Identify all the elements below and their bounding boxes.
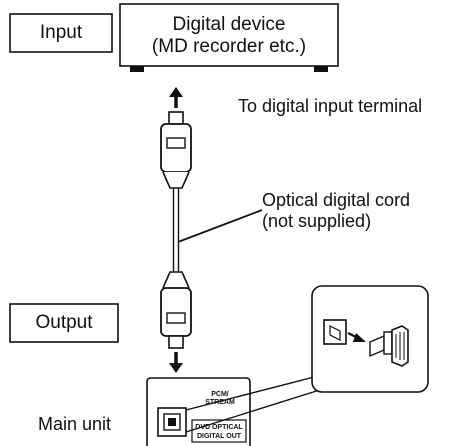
device-foot-right: [314, 66, 328, 72]
main-unit-label: Main unit: [38, 414, 112, 434]
optical-cord: [172, 188, 180, 272]
device-label-line1: Digital device: [172, 14, 286, 35]
cord-label-line1: Optical digital cord: [262, 190, 411, 210]
pcm-stream-label-2: STREAM: [205, 399, 235, 406]
down-arrow-icon: [169, 352, 183, 373]
up-arrow-icon: [169, 87, 183, 108]
output-label: Output: [35, 312, 93, 333]
detail-inset: [311, 285, 429, 393]
pcm-stream-label-1: PCM/: [211, 391, 229, 398]
input-label: Input: [39, 22, 83, 43]
cord-label-line2: (not supplied): [262, 211, 372, 231]
digital-device-box: [119, 3, 339, 67]
to-digital-input-label: To digital input terminal: [238, 96, 423, 116]
output-box: [9, 303, 119, 343]
callout-line-lower: [185, 387, 327, 433]
dvd-optical-label-1: DVD OPTICAL: [195, 424, 243, 431]
device-label-line2: (MD recorder etc.): [151, 36, 307, 57]
top-plug: [160, 111, 192, 189]
cord-leader-line: [177, 209, 263, 243]
callout-line-upper: [185, 375, 319, 411]
dvd-optical-label-2: DIGITAL OUT: [197, 433, 242, 440]
input-box: [9, 13, 113, 53]
bottom-plug: [160, 271, 192, 349]
main-unit-panel: [146, 377, 251, 446]
device-foot-left: [130, 66, 144, 72]
